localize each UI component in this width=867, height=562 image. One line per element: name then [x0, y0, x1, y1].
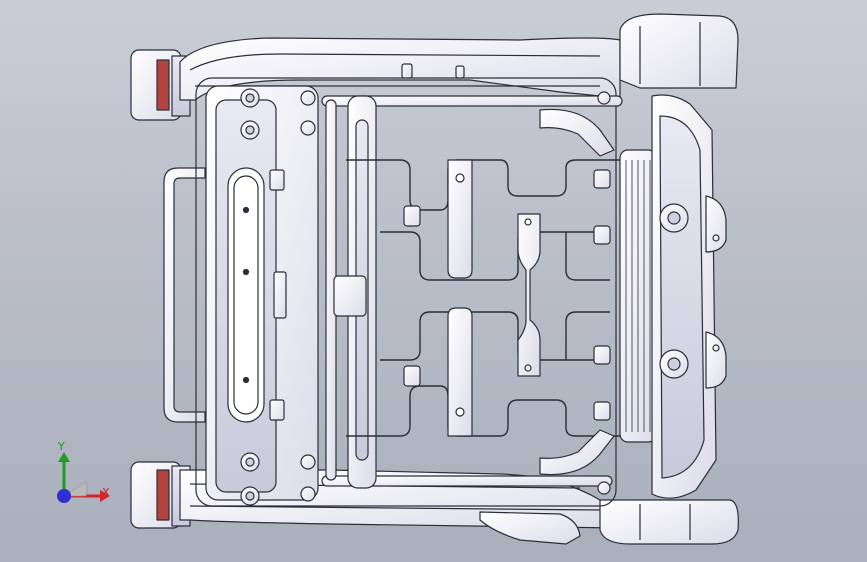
bottom-right-recliner-cap	[599, 499, 739, 545]
bottom-side-cover	[479, 511, 581, 545]
top-link	[539, 108, 615, 157]
triad-axes-icon	[57, 452, 110, 503]
bottom-link	[539, 429, 615, 476]
coordinate-triad: Y X	[44, 438, 124, 518]
lower-tube	[321, 475, 613, 487]
center-bracket-bottom	[447, 307, 473, 437]
front-handle-tube	[163, 167, 206, 423]
front-bolts	[240, 88, 316, 506]
triad-x-label: X	[102, 486, 110, 499]
center-strap	[517, 213, 541, 377]
center-bracket-top	[447, 159, 473, 279]
suspension-wire	[346, 159, 630, 437]
triad-y-label: Y	[58, 440, 65, 453]
upper-tube	[321, 95, 623, 107]
top-right-recliner-cap	[619, 13, 739, 89]
